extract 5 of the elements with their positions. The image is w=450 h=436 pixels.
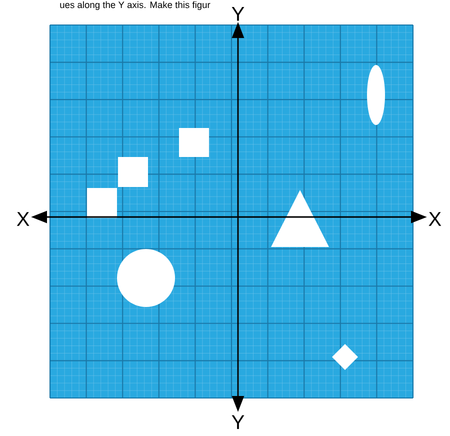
axis-label: X <box>16 212 30 226</box>
axis-label: Y <box>232 6 244 21</box>
axis-label: X <box>428 212 442 226</box>
axis-label: Y <box>232 415 244 430</box>
instruction-text: ues along the Y axis. Make this figur <box>60 1 210 10</box>
